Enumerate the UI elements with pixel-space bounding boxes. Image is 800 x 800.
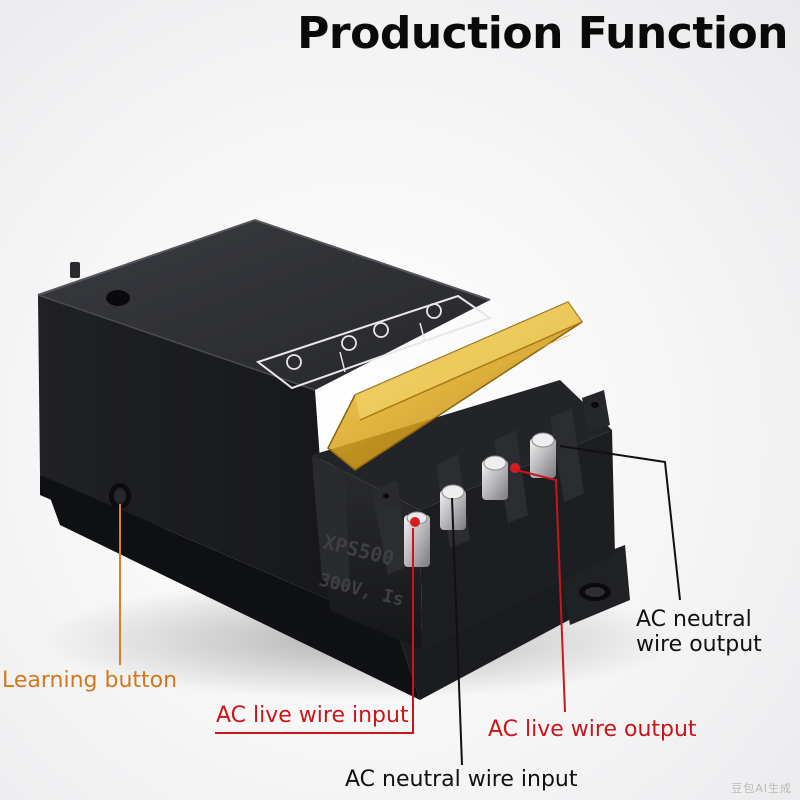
leader-live-output [515, 469, 566, 713]
callout-leader-lines [119, 445, 681, 766]
top-mounting-hole [106, 290, 130, 306]
relay-housing [37, 218, 493, 622]
label-ac-neutral-output: AC neutral wire output [636, 607, 762, 658]
terminal-screw-1 [404, 511, 430, 567]
page-title: Production Function [297, 8, 788, 59]
terminal-cover [327, 301, 584, 471]
label-learning-button: Learning button [2, 668, 178, 693]
label-ac-live-input: AC live wire input [216, 703, 409, 728]
terminal-screw-3 [482, 455, 520, 500]
watermark: 豆包AI生成 [731, 782, 792, 795]
wiring-label-panel [255, 294, 493, 390]
leader-live-input [215, 528, 414, 734]
leader-neutral-output [559, 445, 681, 601]
terminal-screw-4 [530, 432, 556, 478]
label-ac-neutral-input: AC neutral wire input [345, 767, 578, 792]
label-ac-neutral-output-line-2: wire output [636, 632, 762, 658]
leader-neutral-input [451, 497, 463, 766]
label-ac-neutral-output-line-1: AC neutral [636, 607, 752, 632]
label-ac-live-output: AC live wire output [488, 717, 697, 742]
